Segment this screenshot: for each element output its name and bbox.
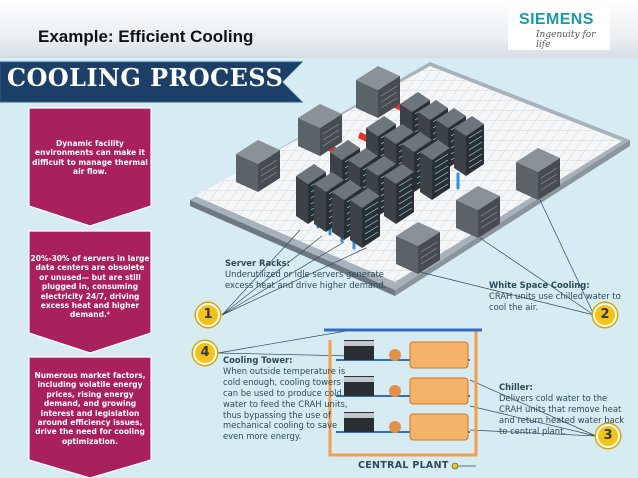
callout-1: Dynamic facility environments can make i…	[32, 139, 148, 177]
chiller-label: Chiller: Delivers cold water to the CRAH…	[499, 382, 629, 437]
server-racks-label: Server Racks: Underutilized or idle serv…	[225, 258, 395, 291]
callout-3: Numerous market factors, including volat…	[34, 371, 146, 446]
central-plant-equipment	[324, 328, 482, 470]
slide-header: Example: Efficient Cooling SIEMENS Ingen…	[0, 0, 638, 58]
white-space-label: White Space Cooling: CRAH units use chil…	[489, 280, 624, 313]
banner-title: COOLING PROCESS	[7, 63, 284, 92]
logo-tagline: Ingenuity for life	[536, 30, 596, 50]
step-badge-2: 2	[593, 303, 617, 327]
server-racks-body: Underutilized or idle servers generate e…	[225, 268, 387, 290]
callout-shape-1	[28, 107, 152, 227]
leader-lines	[217, 199, 597, 467]
callout-shape-3	[28, 356, 152, 478]
white-space-body: CRAH units use chilled water to cool the…	[489, 290, 621, 312]
server-racks-title: Server Racks:	[225, 258, 290, 268]
callout-shape-2	[28, 230, 152, 354]
siemens-logo: SIEMENS Ingenuity for life	[508, 6, 610, 50]
logo-name: SIEMENS	[519, 11, 594, 28]
callout-2: 20%-30% of servers in large data centers…	[30, 254, 150, 320]
step-badge-1: 1	[196, 303, 220, 327]
step-badge-3: 3	[596, 424, 620, 448]
cooling-tower-body: When outside temperature is cold enough,…	[223, 365, 348, 442]
white-space-title: White Space Cooling:	[489, 280, 590, 290]
slide-title: Example: Efficient Cooling	[38, 27, 254, 46]
banner-ribbon	[0, 61, 304, 103]
step-badge-4: 4	[193, 341, 217, 365]
chiller-body: Delivers cold water to the CRAH units th…	[499, 392, 625, 436]
central-plant-label: CENTRAL PLANT	[358, 460, 449, 471]
cooling-tower-title: Cooling Tower:	[223, 355, 293, 365]
chiller-title: Chiller:	[499, 382, 533, 392]
cooling-tower-label: Cooling Tower: When outside temperature …	[223, 355, 353, 442]
